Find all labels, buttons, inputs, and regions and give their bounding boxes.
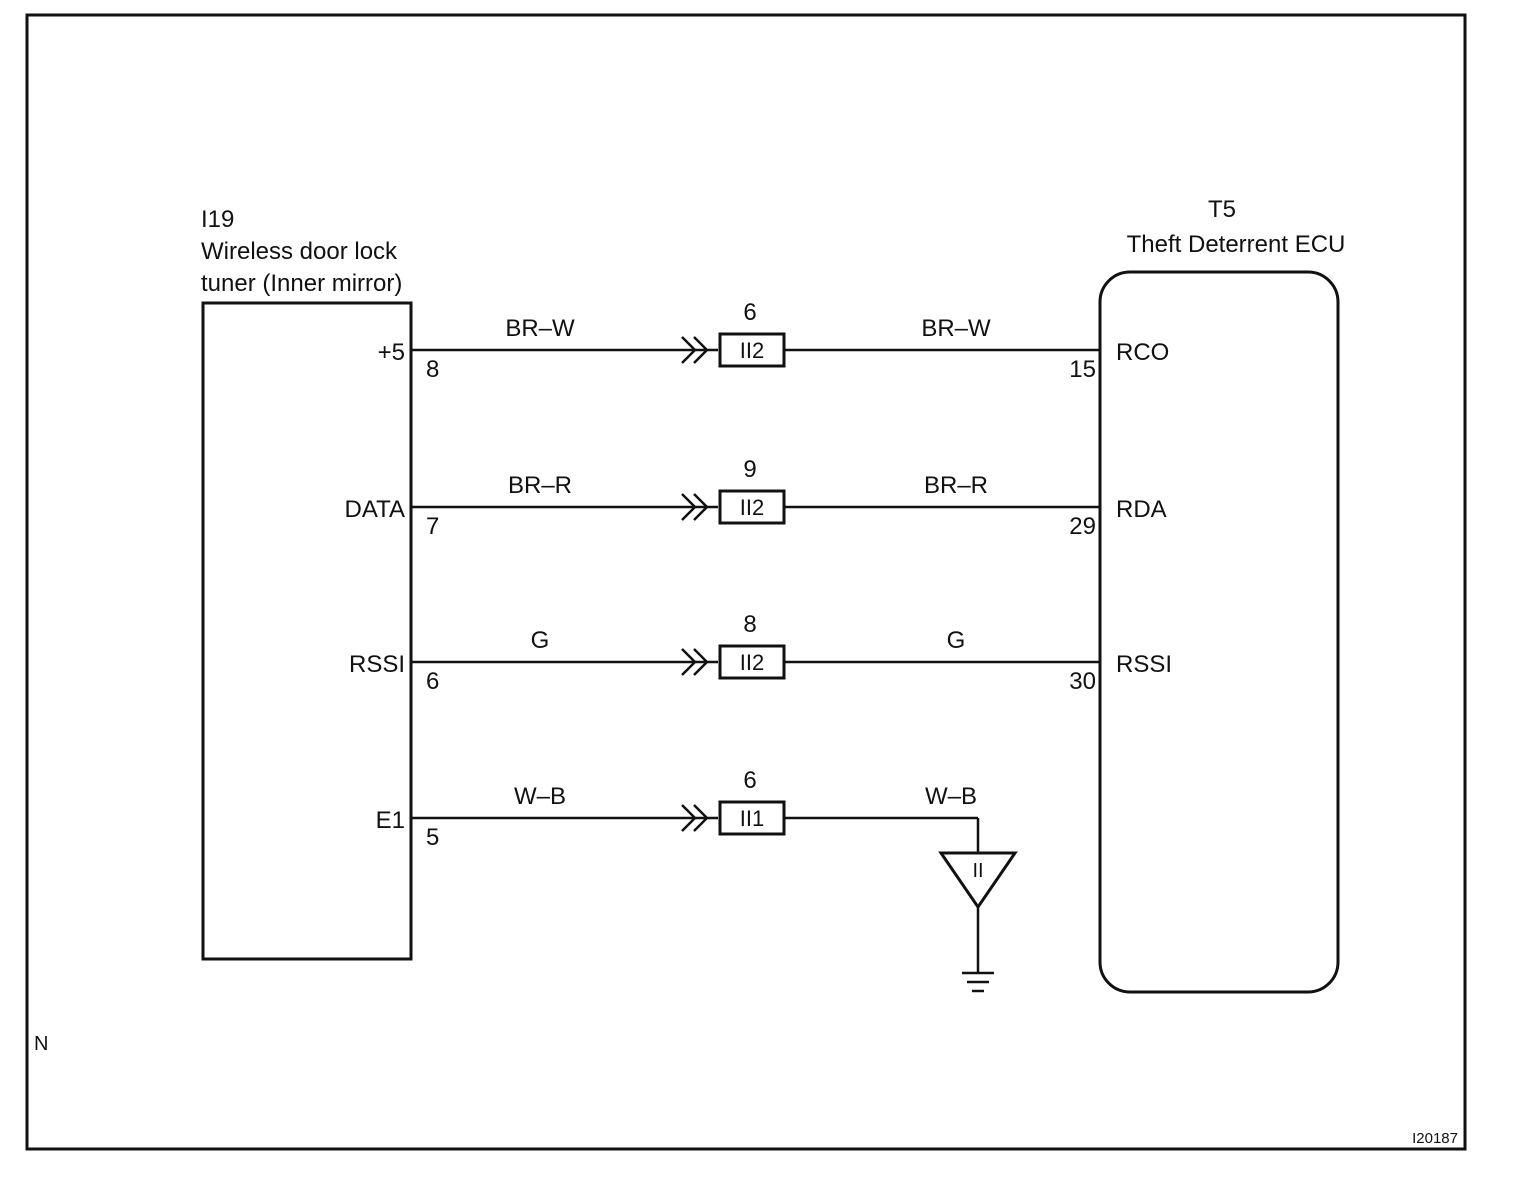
connector-pin: 6 xyxy=(743,299,756,326)
right-terminal-pin: 30 xyxy=(1069,668,1096,695)
connector-pin: 9 xyxy=(743,456,756,483)
right-component-name: Theft Deterrent ECU xyxy=(1127,231,1346,258)
right-terminal-name: RDA xyxy=(1116,496,1167,523)
left-component-name-line2: tuner (Inner mirror) xyxy=(201,270,402,297)
wire-color-right: BR–W xyxy=(921,315,991,342)
corner-mark: N xyxy=(34,1033,48,1055)
right-terminal-name: RCO xyxy=(1116,339,1169,366)
connector-box xyxy=(718,644,786,680)
right-terminal-name: RSSI xyxy=(1116,651,1172,678)
left-component-name-line1: Wireless door lock xyxy=(201,238,398,265)
wire-color-right: G xyxy=(947,627,966,654)
left-component-code: I19 xyxy=(201,206,234,233)
left-terminal-name: RSSI xyxy=(349,651,405,678)
connector-pin: 8 xyxy=(743,611,756,638)
left-terminal-pin: 6 xyxy=(426,668,439,695)
right-terminal-pin: 29 xyxy=(1069,513,1096,540)
wire-color-left: BR–R xyxy=(508,472,572,499)
right-component-code: T5 xyxy=(1208,196,1236,223)
connector-arrow-icon xyxy=(681,493,709,521)
connector-arrow-icon xyxy=(681,648,709,676)
right-component-box xyxy=(1098,270,1340,994)
connector-box xyxy=(718,332,786,368)
left-terminal-name: DATA xyxy=(345,496,405,523)
left-terminal-pin: 8 xyxy=(426,356,439,383)
left-component-box xyxy=(201,301,413,961)
wire-color-left: W–B xyxy=(514,783,566,810)
connector-label: II2 xyxy=(740,650,764,675)
footer-code: I20187 xyxy=(1412,1130,1458,1147)
ground-point-label: II xyxy=(972,860,983,882)
connector-label: II1 xyxy=(740,806,764,831)
ground-point-triangle xyxy=(938,851,1018,910)
diagram-frame xyxy=(25,13,1467,1151)
left-terminal-pin: 7 xyxy=(426,513,439,540)
right-terminal-pin: 15 xyxy=(1069,356,1096,383)
connector-arrow-icon xyxy=(681,336,709,364)
wire-color-left: BR–W xyxy=(505,315,575,342)
connector-arrow-icon xyxy=(681,804,709,832)
wire-color-left: G xyxy=(531,627,550,654)
left-terminal-pin: 5 xyxy=(426,824,439,851)
left-terminal-name: +5 xyxy=(378,339,405,366)
connector-label: II2 xyxy=(740,495,764,520)
connector-box xyxy=(718,489,786,525)
connector-label: II2 xyxy=(740,338,764,363)
wire-color-right: BR–R xyxy=(924,472,988,499)
connector-pin: 6 xyxy=(743,767,756,794)
connector-box xyxy=(718,800,786,836)
wire-color-right: W–B xyxy=(925,783,977,810)
left-terminal-name: E1 xyxy=(376,807,405,834)
ground-icon xyxy=(962,971,994,993)
ground-point: II xyxy=(938,818,1018,993)
